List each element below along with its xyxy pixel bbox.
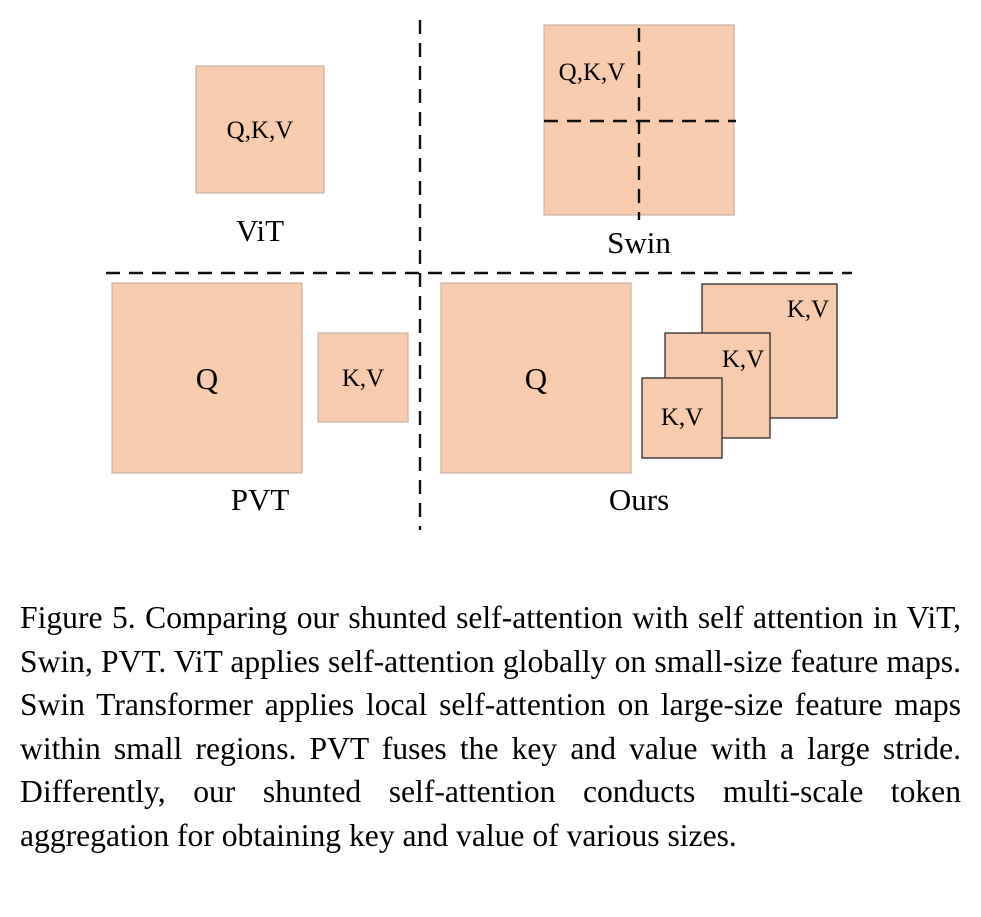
ours-title: Ours [609,482,669,517]
pvt-title: PVT [231,482,290,517]
vit-qkv-label: Q,K,V [227,117,294,144]
ours-kv-label-large: K,V [787,296,829,323]
swin-panel: Q,K,V Swin [543,24,736,260]
ours-q-block [440,282,632,474]
vit-panel: Q,K,V ViT [195,65,325,248]
ours-panel: Q K,V K,V K,V Ours [440,282,838,517]
ours-q-label: Q [525,361,547,396]
pvt-kv-label: K,V [342,365,384,392]
pvt-q-block [111,282,303,474]
pvt-panel: Q K,V PVT [111,282,409,517]
attention-comparison-figure: Q,K,V ViT Q,K,V Swin Q K,V PVT Q K,V K,V… [106,20,852,530]
vit-title: ViT [236,213,284,248]
ours-kv-block-small [641,377,723,459]
vit-qkv-block [195,65,325,194]
ours-kv-label-small: K,V [661,404,703,431]
swin-qkv-label: Q,K,V [559,59,626,86]
swin-title: Swin [607,225,671,260]
pvt-kv-block [317,332,409,423]
ours-kv-label-medium: K,V [722,346,764,373]
figure-caption: Figure 5. Comparing our shunted self-att… [20,600,961,853]
pvt-q-label: Q [196,361,218,396]
